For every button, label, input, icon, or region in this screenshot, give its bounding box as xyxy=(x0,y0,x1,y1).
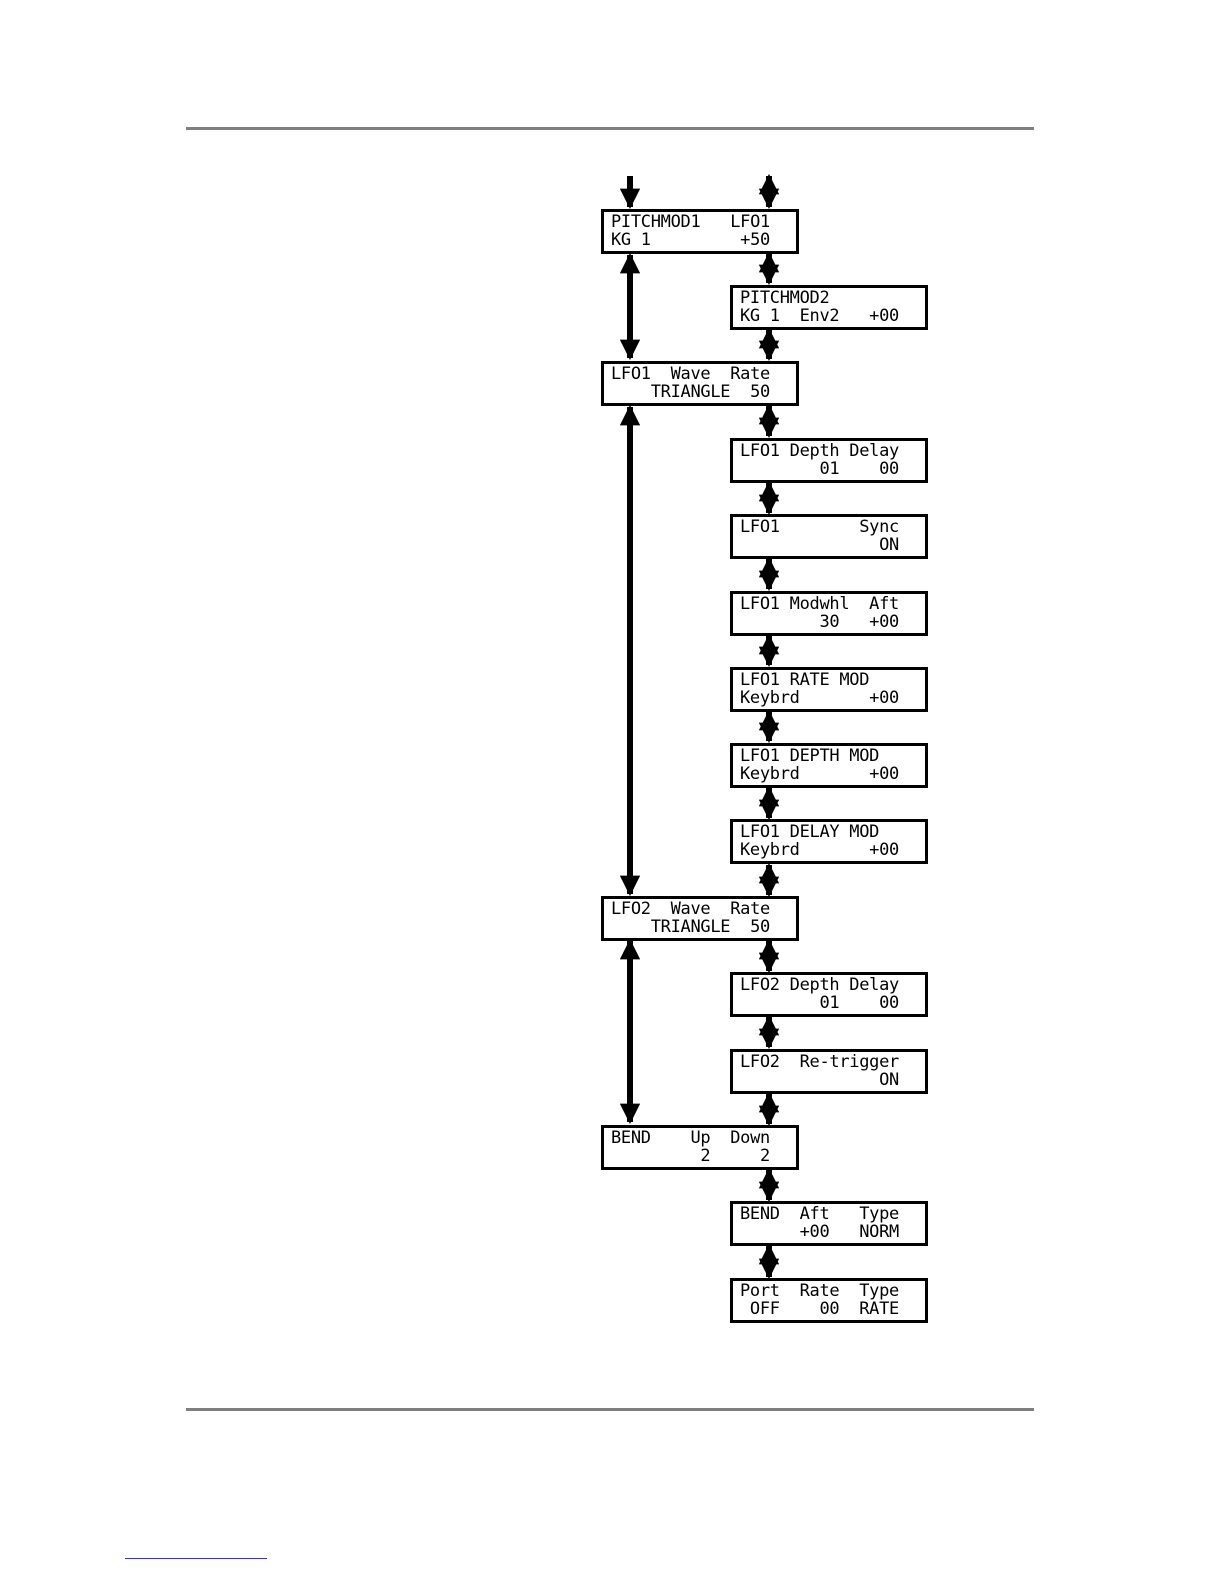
lcd-line-2: 30 +00 xyxy=(740,613,899,631)
lcd-line-1: LFO1 RATE MOD xyxy=(740,671,870,689)
lcd-line-2: 2 2 xyxy=(611,1147,770,1165)
footer-link-underline[interactable] xyxy=(125,1558,267,1559)
lcd-line-1: LFO2 Wave Rate xyxy=(611,900,770,918)
lcd-pitchmod2: PITCHMOD2 KG 1 Env2 +00 xyxy=(730,285,928,330)
lcd-lfo1-wave-rate: LFO1 Wave Rate TRIANGLE 50 xyxy=(601,361,799,406)
lcd-lfo1-rate-mod: LFO1 RATE MOD Keybrd +00 xyxy=(730,667,928,712)
lcd-line-2: ON xyxy=(740,536,899,554)
lcd-line-1: Port Rate Type xyxy=(740,1282,899,1300)
lcd-lfo1-sync: LFO1 Sync ON xyxy=(730,514,928,559)
lcd-line-1: LFO1 DEPTH MOD xyxy=(740,747,880,765)
lcd-lfo2-wave-rate: LFO2 Wave Rate TRIANGLE 50 xyxy=(601,896,799,941)
lcd-line-1: LFO1 Modwhl Aft xyxy=(740,595,899,613)
lcd-lfo2-retrigger: LFO2 Re-trigger ON xyxy=(730,1049,928,1094)
lcd-line-1: LFO2 Re-trigger xyxy=(740,1053,899,1071)
lcd-line-1: LFO1 Wave Rate xyxy=(611,365,770,383)
lcd-lfo1-delay-mod: LFO1 DELAY MOD Keybrd +00 xyxy=(730,819,928,864)
lcd-lfo1-depth-mod: LFO1 DEPTH MOD Keybrd +00 xyxy=(730,743,928,788)
lcd-line-1: BEND Aft Type xyxy=(740,1205,899,1223)
lcd-line-2: +00 NORM xyxy=(740,1223,900,1241)
lcd-line-2: ON xyxy=(740,1071,899,1089)
lcd-line-1: PITCHMOD2 xyxy=(740,289,830,307)
lcd-bend-aft-type: BEND Aft Type +00 NORM xyxy=(730,1201,928,1246)
lcd-line-2: OFF 00 RATE xyxy=(740,1300,899,1318)
lcd-port-rate-type: Port Rate Type OFF 00 RATE xyxy=(730,1278,928,1323)
lcd-line-2: KG 1 +50 xyxy=(611,231,770,249)
lcd-lfo2-depth-delay: LFO2 Depth Delay 01 00 xyxy=(730,972,928,1017)
lcd-line-2: Keybrd +00 xyxy=(740,765,899,783)
lcd-line-2: 01 00 xyxy=(740,460,899,478)
lcd-line-1: LFO2 Depth Delay xyxy=(740,976,899,994)
lcd-bend-up-down: BEND Up Down 2 2 xyxy=(601,1125,799,1170)
lcd-line-2: TRIANGLE 50 xyxy=(611,383,771,401)
lcd-line-2: KG 1 Env2 +00 xyxy=(740,307,899,325)
lcd-line-2: Keybrd +00 xyxy=(740,689,899,707)
header-rule xyxy=(186,127,1034,130)
lcd-line-2: TRIANGLE 50 xyxy=(611,918,771,936)
lcd-line-1: LFO1 DELAY MOD xyxy=(740,823,880,841)
lcd-line-1: PITCHMOD1 LFO1 xyxy=(611,213,770,231)
lcd-lfo1-modwhl-aft: LFO1 Modwhl Aft 30 +00 xyxy=(730,591,928,636)
lcd-line-2: 01 00 xyxy=(740,994,899,1012)
lcd-line-1: LFO1 Depth Delay xyxy=(740,442,899,460)
lcd-lfo1-depth-delay: LFO1 Depth Delay 01 00 xyxy=(730,438,928,483)
lcd-line-1: BEND Up Down xyxy=(611,1129,770,1147)
lcd-line-1: LFO1 Sync xyxy=(740,518,899,536)
lcd-pitchmod1: PITCHMOD1 LFO1 KG 1 +50 xyxy=(601,209,799,254)
lcd-line-2: Keybrd +00 xyxy=(740,841,899,859)
footer-rule xyxy=(186,1408,1034,1411)
